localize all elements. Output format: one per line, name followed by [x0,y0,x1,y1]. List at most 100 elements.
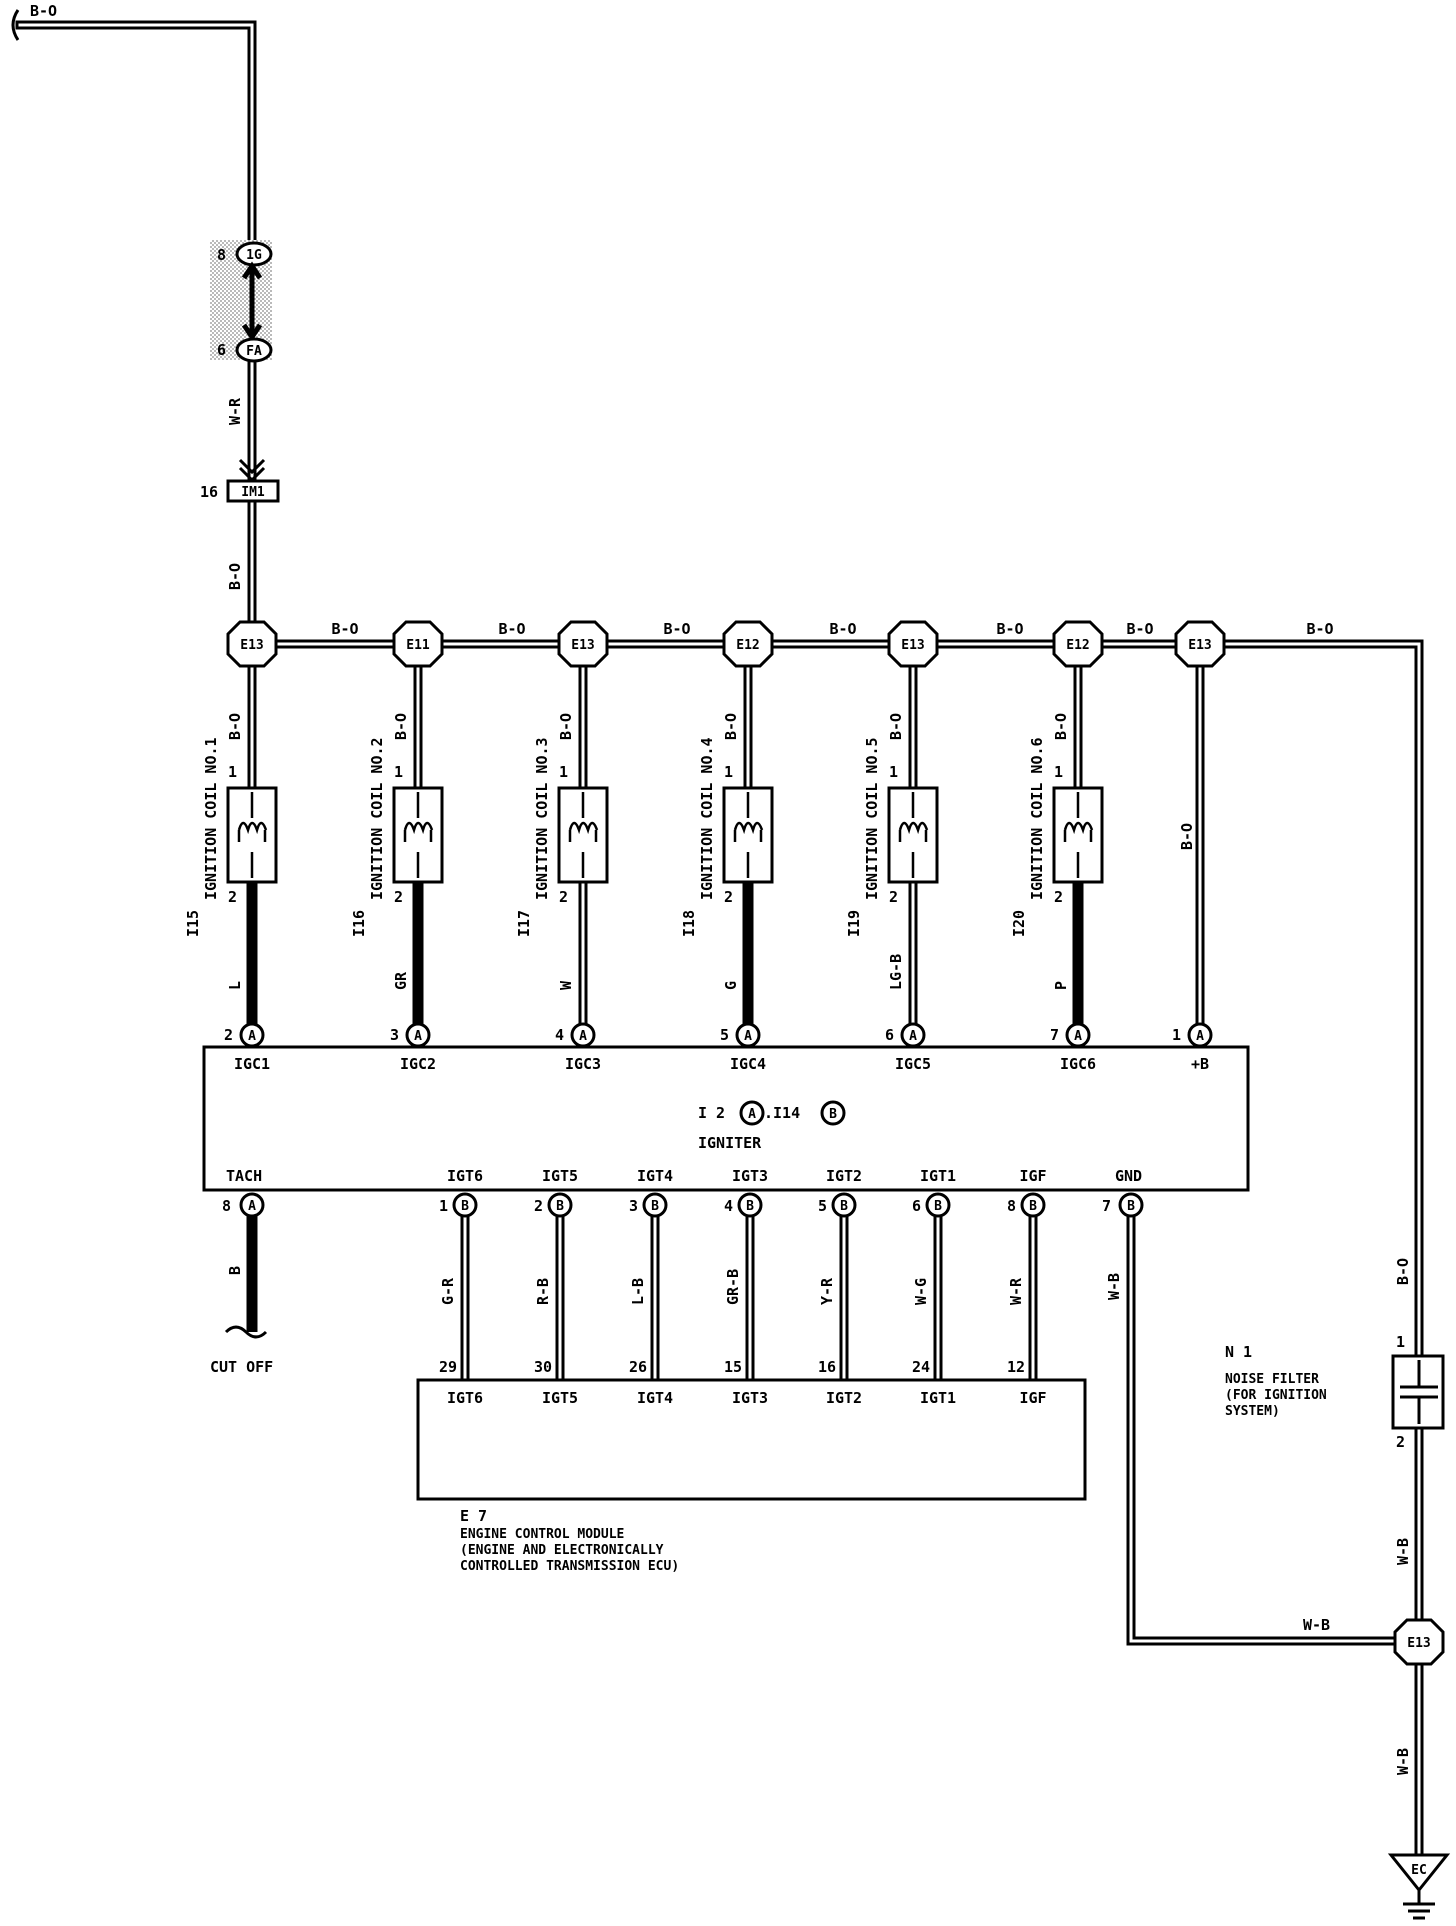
coil-id: I19 [845,910,863,937]
nf-line2: (FOR IGNITION [1225,1388,1327,1403]
igniter-igt-pin: 5 [818,1197,827,1215]
bus-wire-label-5: B-O [1126,620,1153,638]
nf-id: N 1 [1225,1343,1252,1361]
ecm-line1: ENGINE CONTROL MODULE [460,1527,624,1542]
coil-name: IGNITION COIL NO.3 [533,737,551,900]
wire-top [15,20,257,255]
ecm-terminal-label: IGT2 [826,1389,862,1407]
wire-label-w-r: W-R [226,397,244,425]
junction-pin-bottom: 6 [217,341,226,359]
igniter-pin-number: 7 [1050,1026,1059,1044]
splice-label-4: E13 [901,638,924,653]
coil-pin1: 1 [559,763,568,781]
igniter-terminal-label: IGC2 [400,1055,436,1073]
coil-pin1: 1 [394,763,403,781]
top-wire-label: B-O [30,2,57,20]
igniter-conn-b: B [829,1107,837,1122]
coil-pin1: 1 [1054,763,1063,781]
gnd-wire-label: W-B [1105,1273,1123,1300]
ecm-pin-number: 30 [534,1358,552,1376]
ground-splice-label: E13 [1407,1636,1430,1651]
splice-label-3: E12 [736,638,759,653]
igniter-conn-a: A [748,1107,756,1122]
bus-wire-label-0: B-O [331,620,358,638]
igniter-terminal-label: IGC6 [1060,1055,1096,1073]
coil-pin2: 2 [889,888,898,906]
igt-wire-label: L-B [629,1278,647,1305]
coil-name: IGNITION COIL NO.4 [698,737,716,900]
igniter-igt-connector [831,1192,857,1218]
nf-line1: NOISE FILTER [1225,1372,1319,1387]
harness-break-icon [11,9,20,41]
coil-pin2: 2 [228,888,237,906]
coil-top-wire-label: B-O [226,713,244,740]
capacitor-icon [1400,1360,1438,1424]
igniter-name: IGNITER [698,1134,762,1152]
igniter-igt-pin: 8 [1007,1197,1016,1215]
splice-label-1: E11 [406,638,430,653]
splice-5 [1052,620,1104,668]
nf-top-wire-label: B-O [1394,1258,1412,1285]
coil-bottom-wire-label: L [226,981,244,990]
igniter-pin-number: 6 [885,1026,894,1044]
gnd-conn: B [1127,1199,1135,1214]
igniter-pin-number: 3 [390,1026,399,1044]
igniter-conn-letter: A [1196,1029,1204,1044]
plus-b-wire-label: B-O [1178,823,1196,850]
im1-label: IM1 [241,485,265,500]
coil-id: I20 [1010,910,1028,937]
igniter-igt-label: IGF [1019,1167,1046,1185]
conn-1g-label: 1G [246,248,262,263]
tach-conn: A [248,1199,256,1214]
igniter-connector [735,1022,761,1048]
igniter-title-prefix: I 2 [698,1104,725,1122]
igniter-connector [1065,1022,1091,1048]
gnd-label: GND [1115,1167,1142,1185]
igniter-pin-number: 4 [555,1026,564,1044]
ecm-line3: CONTROLLED TRANSMISSION ECU) [460,1559,679,1574]
ecm-pin-number: 12 [1007,1358,1025,1376]
junction-link-icon [241,261,263,342]
wire-bus [247,639,1424,1361]
splice-6 [1174,620,1226,668]
igniter-connector [900,1022,926,1048]
igniter-igt-conn: B [840,1199,848,1214]
ecm-terminal-label: IGT4 [637,1389,673,1407]
tach-pin: 8 [222,1197,231,1215]
gnd-pin: 7 [1102,1197,1111,1215]
igniter-conn-letter: A [744,1029,752,1044]
coil-top-wire-label: B-O [722,713,740,740]
igniter-igt-conn: B [934,1199,942,1214]
ecm-pin-number: 16 [818,1358,836,1376]
coil-bottom-wire-label: P [1052,981,1070,990]
ecm-terminal-label: IGT6 [447,1389,483,1407]
coil-winding-icon [403,792,434,878]
igniter-igt-connector [452,1192,478,1218]
ecm-pin-number: 26 [629,1358,647,1376]
coil-bottom-wire-label: LG-B [887,954,905,990]
tach-wire-label: B [226,1266,244,1275]
coil-winding-icon [237,792,268,878]
coil-top-wire-label: B-O [887,713,905,740]
gs-down-wire-label: W-B [1394,1748,1412,1775]
igniter-igt-connector [547,1192,573,1218]
igniter-igt-conn: B [556,1199,564,1214]
ecm-terminal-label: IGT5 [542,1389,578,1407]
igniter-igt-label: IGT6 [447,1167,483,1185]
splice-4 [887,620,939,668]
bus-wire-label-3: B-O [829,620,856,638]
coil-pin1: 1 [724,763,733,781]
coil-pin1: 1 [889,763,898,781]
igniter-igt-conn: B [1029,1199,1037,1214]
igniter-conn-letter: A [909,1029,917,1044]
igt-wire-label: R-B [534,1278,552,1305]
coil-pin2: 2 [559,888,568,906]
cut-off-mark [224,1325,268,1339]
igniter-connector [405,1022,431,1048]
gnd-connector [1118,1192,1144,1218]
igniter-conn-letter: A [1074,1029,1082,1044]
